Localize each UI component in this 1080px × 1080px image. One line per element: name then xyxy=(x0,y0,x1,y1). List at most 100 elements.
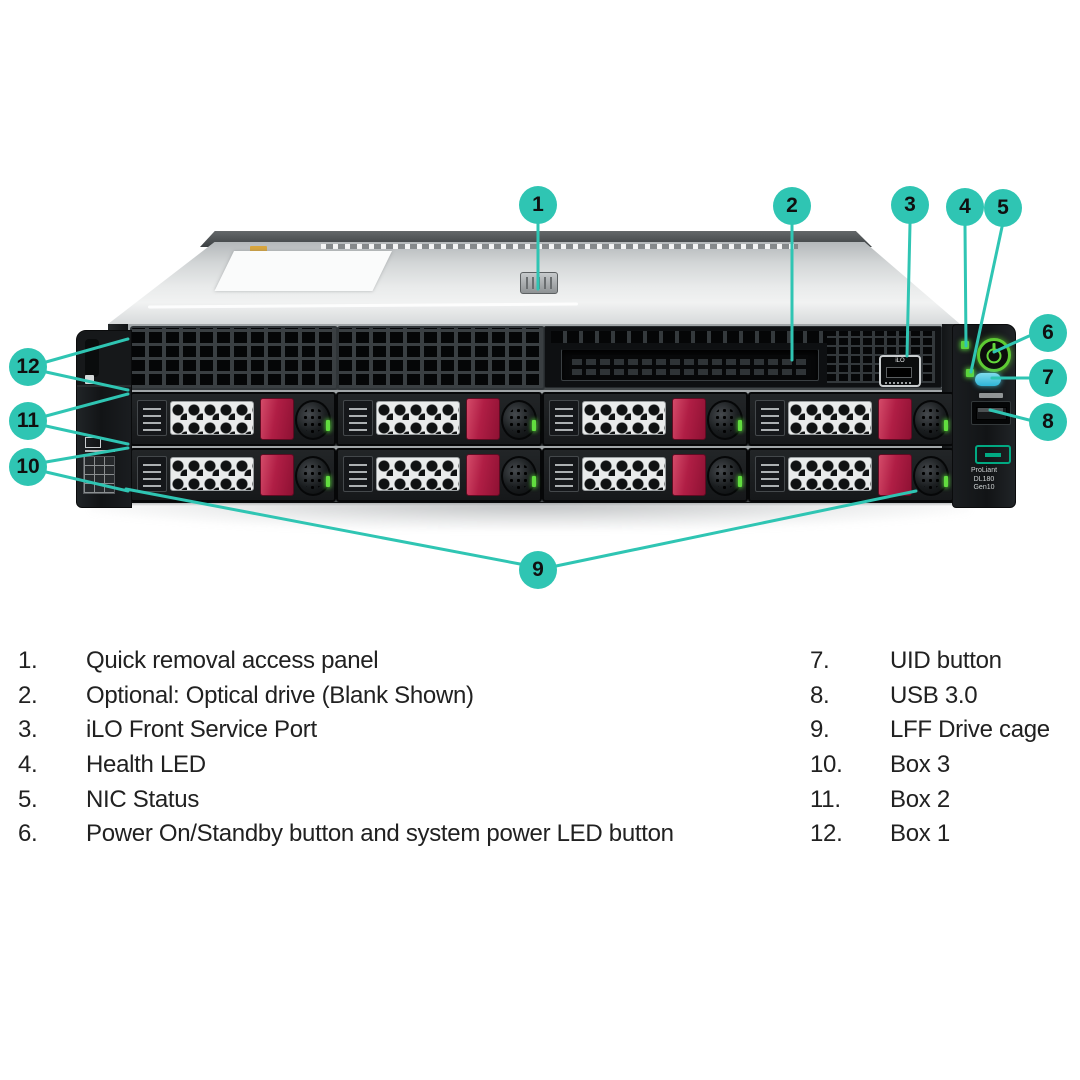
power-button xyxy=(977,338,1011,372)
drive-release-latch xyxy=(878,454,912,496)
drive-vent-holes xyxy=(170,401,254,435)
drive-release-latch xyxy=(466,454,500,496)
drive-tray xyxy=(336,392,542,446)
drive-label xyxy=(343,400,373,436)
sticker-text-line xyxy=(85,450,115,452)
drive-status-led xyxy=(326,420,330,431)
nic-status-led xyxy=(966,369,974,377)
drive-tray xyxy=(336,448,542,502)
callout-5: 5 xyxy=(984,189,1022,227)
health-led xyxy=(961,341,969,349)
drive-label xyxy=(137,400,167,436)
drive-vent-holes xyxy=(170,457,254,491)
drive-label xyxy=(755,456,785,492)
legend-left-column: 1. Quick removal access panel 2. Optiona… xyxy=(18,644,786,852)
media-bay-panel: iLO xyxy=(544,326,942,388)
callout-9: 9 xyxy=(519,551,557,589)
legend-num: 3. xyxy=(18,716,38,744)
drive-label xyxy=(549,456,579,492)
callout-7: 7 xyxy=(1029,359,1067,397)
drive-status-led xyxy=(532,420,536,431)
drive-label xyxy=(549,400,579,436)
legend-num: 9. xyxy=(810,716,830,744)
drive-latch-knob xyxy=(707,400,743,440)
drive-tray xyxy=(130,392,336,446)
usb-tongue xyxy=(978,408,1003,412)
legend-label: Box 1 xyxy=(890,820,950,848)
drive-tray xyxy=(748,392,954,446)
drive-vent-holes xyxy=(582,401,666,435)
top-vent-slots xyxy=(321,244,799,249)
drive-latch-knob xyxy=(501,400,537,440)
drive-release-latch xyxy=(466,398,500,440)
server-top-panel xyxy=(108,242,960,324)
hpe-logo-plate xyxy=(975,445,1011,464)
uid-button xyxy=(975,373,1001,386)
drive-vent-holes xyxy=(788,457,872,491)
usb-3-port xyxy=(971,401,1011,425)
drive-label xyxy=(137,456,167,492)
drive-vent-holes xyxy=(788,401,872,435)
drive-latch-knob xyxy=(707,456,743,496)
drive-release-latch xyxy=(878,398,912,440)
box-2-row xyxy=(128,390,954,446)
drive-status-led xyxy=(326,476,330,487)
model-branding: ProLiant DL180 Gen10 xyxy=(959,467,1009,493)
server-front-face: iLO xyxy=(108,324,960,503)
drive-label xyxy=(755,400,785,436)
callout-11: 11 xyxy=(9,402,47,440)
box-1-row: iLO xyxy=(128,324,942,390)
legend-label: UID button xyxy=(890,647,1002,675)
drive-status-led xyxy=(944,476,948,487)
drive-latch-knob xyxy=(913,400,949,440)
legend-num: 4. xyxy=(18,751,38,779)
drive-vent-holes xyxy=(376,401,460,435)
drive-tray xyxy=(542,448,748,502)
ilo-service-port: iLO xyxy=(879,355,921,387)
legend-label: Box 3 xyxy=(890,751,950,779)
ilo-port-slot xyxy=(886,367,912,378)
legend-label: LFF Drive cage xyxy=(890,716,1050,744)
callout-10: 10 xyxy=(9,448,47,486)
service-label xyxy=(214,251,392,291)
legend-right-column: 7. UID button 8. USB 3.0 9. LFF Drive ca… xyxy=(810,644,1070,852)
callout-2: 2 xyxy=(773,187,811,225)
drive-status-led xyxy=(944,420,948,431)
warning-sticker xyxy=(250,246,267,254)
callout-1: 1 xyxy=(519,186,557,224)
vented-blank-panel xyxy=(130,326,338,390)
drive-release-latch xyxy=(260,454,294,496)
drive-release-latch xyxy=(672,454,706,496)
left-rack-ear xyxy=(76,330,132,508)
ilo-port-pins xyxy=(885,382,911,384)
legend-label: Health LED xyxy=(86,751,206,779)
legend-num: 11. xyxy=(810,785,841,813)
callout-6: 6 xyxy=(1029,314,1067,352)
legend-num: 12. xyxy=(810,820,843,848)
callout-8: 8 xyxy=(1029,403,1067,441)
drive-release-latch xyxy=(672,398,706,440)
drive-release-latch xyxy=(260,398,294,440)
drive-bay-id-sticker xyxy=(83,456,115,494)
right-rack-ear: ProLiant DL180 Gen10 xyxy=(952,324,1016,508)
legend-num: 10. xyxy=(810,751,843,779)
drive-status-led xyxy=(532,476,536,487)
drive-latch-knob xyxy=(913,456,949,496)
legend-num: 8. xyxy=(810,681,830,709)
legend-num: 7. xyxy=(810,647,830,675)
drive-tray xyxy=(130,448,336,502)
hpe-mini-logo xyxy=(85,375,94,384)
drive-vent-holes xyxy=(376,457,460,491)
legend-label: NIC Status xyxy=(86,785,200,813)
drive-vent-holes xyxy=(582,457,666,491)
optical-drive-blank xyxy=(561,349,819,381)
drive-status-led xyxy=(738,476,742,487)
drive-label xyxy=(343,456,373,492)
legend-label: Box 2 xyxy=(890,785,950,813)
legend-label: Power On/Standby button and system power… xyxy=(86,820,674,848)
brand-line-2: DL180 xyxy=(973,475,995,483)
legend-label: Optional: Optical drive (Blank Shown) xyxy=(86,681,474,709)
left-ear-grip xyxy=(85,339,99,377)
